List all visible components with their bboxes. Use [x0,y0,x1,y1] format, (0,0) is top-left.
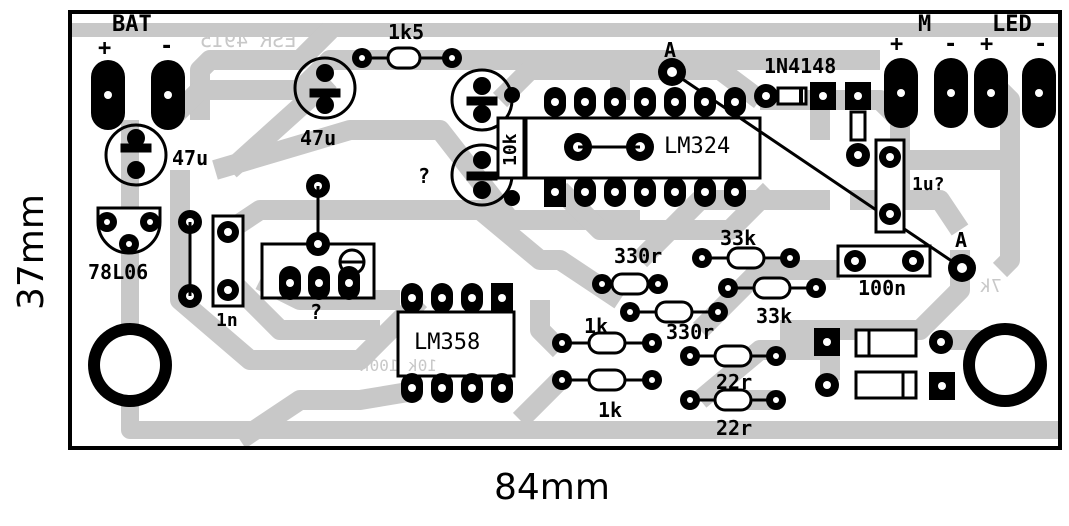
resistor-10k [496,116,526,180]
motor-led-connector-pads [884,58,1056,128]
ic-pin [401,283,423,313]
resistor [692,246,800,270]
ic-lm358 [396,310,516,378]
small-diode-vertical [845,82,871,167]
ic-pin [544,177,566,207]
c1-label: 47u [172,146,209,170]
capacitor-47u-top [293,56,357,120]
c-1u-label: 1u? [912,174,945,195]
ic-pin [401,373,423,403]
r-330r-a-label: 330r [614,244,663,268]
resistor [552,331,662,355]
mounting-hole-right [963,323,1047,407]
unknown2-label: ? [310,300,323,324]
resistor [592,272,668,296]
trimmer-potentiometer [260,232,376,300]
ic-pin [491,283,513,313]
resistor [680,388,786,412]
diode-pair-bottom-right [814,328,955,400]
ic-pin [724,87,746,117]
ic-pin [724,177,746,207]
ic-pin [461,283,483,313]
board-outline [68,10,1062,450]
ic-pin [491,373,513,403]
capacitor-1u [874,138,906,234]
resistor-array [552,246,826,412]
unknown1-label: ? [418,164,431,188]
width-dimension-label: 84mm [494,467,610,508]
jumper-wire-a [671,70,963,270]
test-point-a-top [658,58,686,86]
bat-plus-label: + [98,36,112,61]
ic-pin [664,87,686,117]
r-1k5-label: 1k5 [388,20,425,44]
r-22r-a-label: 22r [716,370,753,394]
motor-label: M [918,12,932,37]
r7k-mirrored: 7k [980,276,1002,297]
height-dimension-label: 37mm [11,194,52,310]
bat-connector-pads [91,60,185,130]
resistor-1k5 [352,46,462,70]
ic-pin [634,87,656,117]
ic-pin [604,87,626,117]
led-plus-label: + [980,32,994,57]
copper-traces [70,22,1060,449]
c-100n-label: 100n [858,276,907,300]
motor-minus-label: - [944,32,958,57]
r-1k-a-label: 1k [584,314,609,338]
capacitor-small-1 [450,68,520,132]
ic-pin [664,177,686,207]
wire-link-regulator [178,210,202,308]
c-1n-label: 1n [216,310,238,331]
ic-pin [431,373,453,403]
ic-pin [604,177,626,207]
ic-pin [544,87,566,117]
ic-pin [431,283,453,313]
resistor [718,276,826,300]
resistor [552,368,662,392]
capacitor-100n [836,244,932,278]
esr-title-mirrored: ESR 4915 [200,28,297,52]
r-33k-b-label: 33k [756,304,793,328]
regulator-label: 78L06 [88,260,149,284]
motor-plus-label: + [890,32,904,57]
ic-pin [694,177,716,207]
lm358-label: LM358 [414,330,481,355]
mounting-hole-left [88,323,172,407]
capacitor-47u-left [104,123,168,187]
ic-pin [574,177,596,207]
diode-1n4148 [754,82,836,110]
r-33k-a-label: 33k [720,226,757,250]
resistor [620,300,728,324]
r-10k-label: 10k [500,133,521,166]
r-1k-b-label: 1k [598,398,623,422]
ic-pin [694,87,716,117]
test-point-a1-label: A [664,38,677,62]
lm324-label: LM324 [664,134,731,159]
test-point-a-right [948,254,976,282]
ic-pin [461,373,483,403]
bottom-mirrored-text: 10k 100k [360,356,438,375]
ic-pin [634,177,656,207]
ic-lm358-pins [401,283,513,403]
resistor [680,344,786,368]
r-330r-b-label: 330r [666,320,715,344]
r-22r-b-label: 22r [716,416,753,440]
c2-label: 47u [300,126,337,150]
capacitor-1n [211,214,245,308]
test-point-a2-label: A [955,228,968,252]
diode-1n4148-label: 1N4148 [764,54,837,78]
led-minus-label: - [1034,32,1048,57]
bat-label: BAT [112,12,152,37]
ic-pin [574,87,596,117]
led-label: LED [992,12,1032,37]
ic-lm324-pins [544,87,746,207]
bat-minus-label: - [160,34,174,59]
regulator-78l06 [96,206,162,255]
